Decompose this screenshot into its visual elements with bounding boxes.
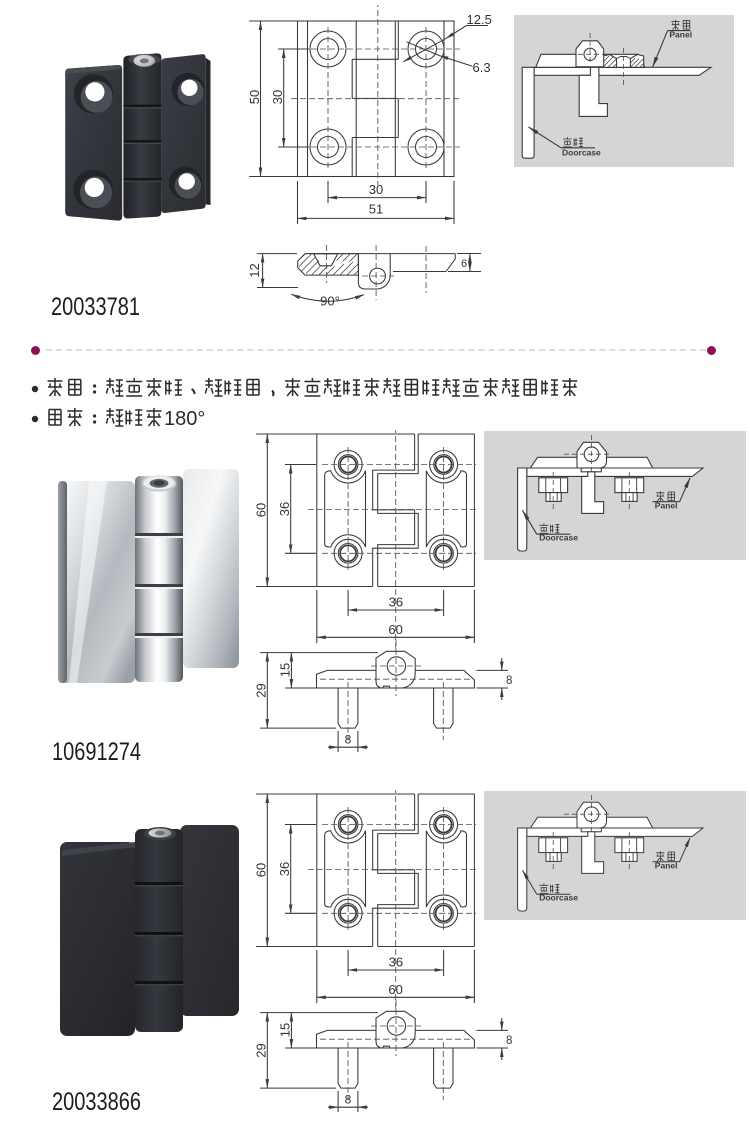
svg-text:6.3: 6.3 [473,60,491,75]
svg-text:Panel: Panel [669,30,692,40]
svg-text:90°: 90° [320,294,340,309]
svg-text:Doorcase: Doorcase [562,148,601,158]
svg-text:60: 60 [388,622,402,637]
svg-text:29: 29 [254,683,269,697]
svg-text:6: 6 [461,258,467,270]
svg-text:51: 51 [369,201,383,216]
svg-text:30: 30 [270,90,285,104]
svg-text:50: 50 [247,90,262,104]
svg-text:30: 30 [369,182,383,197]
svg-text:36: 36 [389,595,403,610]
svg-text:8: 8 [345,733,352,747]
svg-text:36: 36 [277,502,292,516]
svg-text:8: 8 [506,675,512,687]
svg-text:60: 60 [254,503,269,517]
svg-text:15: 15 [278,663,293,677]
svg-text:12.5: 12.5 [467,12,492,27]
svg-text:Panel: Panel [655,500,678,510]
svg-text:180°: 180° [164,408,205,430]
svg-text:12: 12 [247,263,262,277]
svg-text:Doorcase: Doorcase [539,533,578,543]
